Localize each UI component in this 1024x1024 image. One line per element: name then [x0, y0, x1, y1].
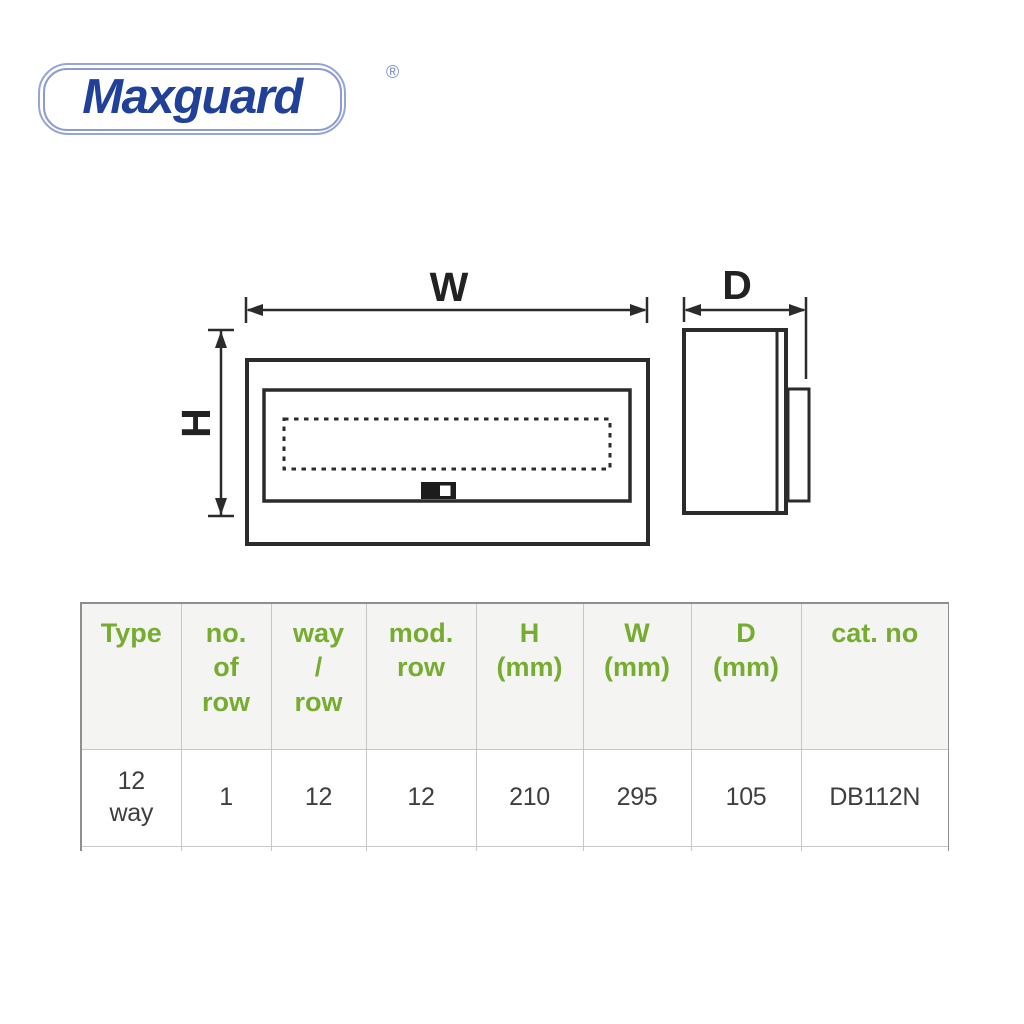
- arrowhead-left-icon: [246, 304, 263, 316]
- col-header-cat-no: cat. no: [800, 602, 949, 750]
- spec-table: Type no. of row way / row mod. row H (mm…: [80, 602, 949, 851]
- arrowhead-up-icon: [215, 331, 227, 348]
- maxguard-logo: Maxguard ®: [38, 62, 399, 135]
- depth-label: D: [722, 262, 752, 308]
- col-header-d-mm: D (mm): [690, 602, 802, 750]
- depth-dimension: [682, 297, 808, 379]
- registered-trademark-icon: ®: [386, 62, 400, 82]
- logo-inner-border: Maxguard: [42, 67, 342, 131]
- door-latch: [421, 482, 456, 499]
- cell-mod-row: 12: [365, 748, 477, 847]
- front-view-module-window-dashed: [282, 417, 612, 471]
- width-dimension: [244, 297, 649, 323]
- cell-type: 12 way: [80, 748, 182, 847]
- col-header-w-mm: W (mm): [582, 602, 692, 750]
- col-header-h-mm: H (mm): [475, 602, 584, 750]
- logo-outer-border: [38, 63, 346, 135]
- col-header-way-per-row: way / row: [270, 602, 367, 750]
- cell-w-mm: 295: [582, 748, 692, 847]
- height-dimension: [208, 328, 234, 518]
- cell-d-mm: 105: [690, 748, 802, 847]
- col-header-mod-row: mod. row: [365, 602, 477, 750]
- col-header-no-of-row: no. of row: [180, 602, 272, 750]
- cell-cat-no: DB112N: [800, 748, 949, 847]
- arrowhead-left-icon: [684, 304, 701, 316]
- height-label: H: [173, 408, 219, 438]
- spec-table-container: Type no. of row way / row mod. row H (mm…: [80, 602, 949, 851]
- cell-h-mm: 210: [475, 748, 584, 847]
- cell-way-per-row: 12: [270, 748, 367, 847]
- arrowhead-right-icon: [630, 304, 647, 316]
- brand-name: Maxguard: [82, 70, 303, 124]
- width-label: W: [430, 264, 469, 310]
- table-row-partial: [80, 845, 949, 851]
- front-view-outer-box: [245, 358, 650, 546]
- col-header-type: Type: [80, 602, 182, 750]
- table-row: 12 way 1 12 12 210 295 105 DB112N: [80, 748, 949, 847]
- side-view-body: [682, 328, 788, 515]
- arrowhead-down-icon: [215, 498, 227, 515]
- front-view-door: [262, 388, 632, 503]
- side-view-mounting-lug: [786, 387, 811, 503]
- cell-no-of-row: 1: [180, 748, 272, 847]
- arrowhead-right-icon: [789, 304, 806, 316]
- spec-table-header-row: Type no. of row way / row mod. row H (mm…: [80, 602, 949, 750]
